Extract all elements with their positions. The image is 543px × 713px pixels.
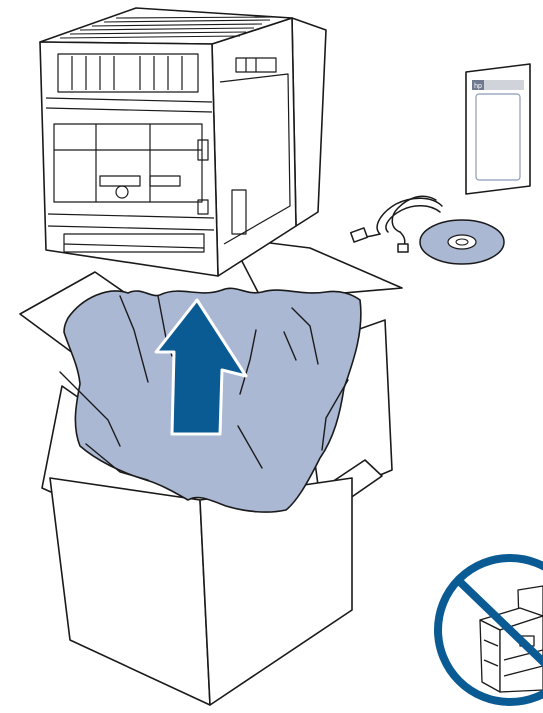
hp-logo-text: hp [474, 83, 482, 90]
printer-rear-view [40, 8, 326, 276]
getting-started-guide: hp [466, 64, 530, 194]
software-cd-icon [420, 220, 504, 264]
prohibition-sign-icon [435, 555, 543, 705]
